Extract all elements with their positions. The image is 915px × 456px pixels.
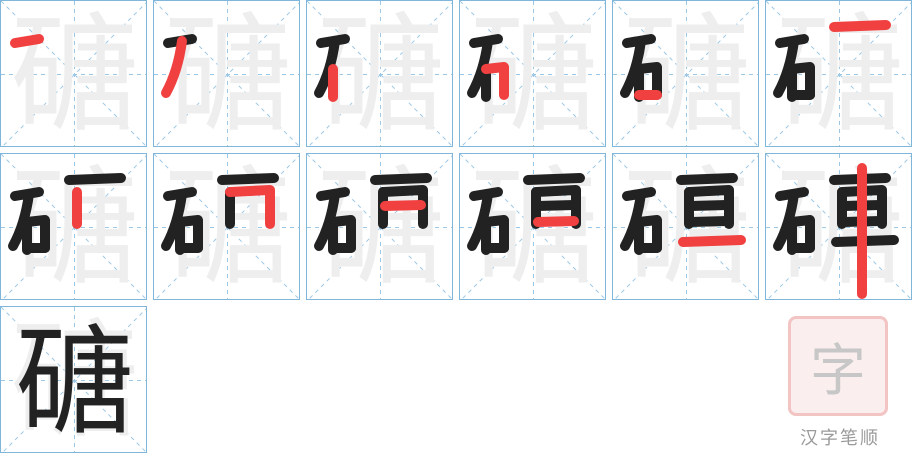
grid-guide-line [1,154,146,299]
previous-stroke [531,185,581,229]
previous-stroke [686,200,732,211]
completed-character: 磄 [15,313,133,451]
grid-guide-line [307,154,452,299]
stroke-step-cell: 磄 [612,153,759,300]
previous-stroke [787,215,815,253]
previous-stroke [684,185,734,229]
previous-stroke [328,215,356,253]
grid-guide-line [613,154,758,299]
ghost-character: 磄 [163,1,291,147]
grid-guide-line [766,1,911,146]
stroke-step-cell: 磄磄 [0,306,147,453]
previous-stroke [481,215,509,253]
stroke-step-cell: 磄 [612,0,759,147]
stroke-step-cell: 磄 [765,0,912,147]
grid-guide-line [1,307,146,452]
stroke-step-cell: 磄 [459,153,606,300]
stroke-step-drawing: 磄 [460,154,605,299]
previous-stroke [634,215,662,253]
ghost-character: 磄 [10,1,138,147]
current-stroke [10,34,44,48]
previous-stroke [523,173,585,185]
grid-guide-line [461,2,605,146]
stroke-step-drawing: 磄 [154,1,299,147]
stroke-step-drawing: 磄 [766,1,911,146]
stroke-step-drawing: 磄 [613,154,758,299]
current-stroke [225,185,275,229]
grid-guide-line [2,308,146,452]
stroke-step-cell: 磄 [765,153,912,300]
previous-stroke [686,216,732,227]
site-name: 汉字笔顺 [800,428,880,449]
stroke-step-drawing: 磄 [766,154,911,299]
grid-guide-line [2,2,146,146]
seal-character: 字 [810,338,866,404]
stroke-step-drawing: 磄 [307,154,452,299]
stroke-step-drawing: 磄 [154,154,299,299]
current-stroke [829,20,891,32]
previous-stroke [217,173,279,185]
grid-guide-line [155,2,299,146]
stroke-step-cell: 磄 [306,153,453,300]
ghost-character: 磄 [10,307,138,453]
grid-guide-line [460,1,605,146]
previous-stroke [370,173,432,185]
previous-stroke [533,200,579,211]
grid-guide-line [307,1,452,146]
stroke-step-cell: 磄 [153,0,300,147]
stroke-step-cell: 磄 [459,0,606,147]
stroke-step-drawing: 磄 [460,1,605,146]
previous-stroke [837,185,887,229]
previous-stroke [22,215,50,253]
current-stroke [161,36,187,98]
stroke-step-cell: 磄 [0,153,147,300]
current-stroke [533,216,579,227]
grid-guide-line [154,154,299,299]
previous-stroke [676,173,738,185]
previous-stroke [378,185,428,229]
previous-stroke [64,173,126,185]
stroke-step-cell: 磄 [306,0,453,147]
stroke-step-drawing: 磄 [613,1,758,146]
grid-guide-line [460,154,605,299]
grid-guide-line [308,2,452,146]
previous-stroke [787,62,815,100]
stroke-step-drawing: 磄 [307,1,452,146]
previous-stroke [175,215,203,253]
grid-guide-line [613,1,758,146]
grid-guide-line [1,1,146,146]
stroke-step-drawing: 磄 [1,154,146,299]
grid-guide-line [154,1,299,146]
previous-stroke [634,62,662,100]
grid-guide-line [766,154,911,299]
current-stroke [678,235,746,247]
stroke-step-cell: 磄 [153,153,300,300]
stroke-step-drawing: 磄磄 [1,307,146,453]
current-stroke [481,62,509,100]
site-seal-logo: 字 [788,316,888,416]
current-stroke [380,200,426,211]
grid-guide-line [614,2,758,146]
stroke-step-drawing: 磄 [1,1,146,147]
stroke-step-cell: 磄 [0,0,147,147]
